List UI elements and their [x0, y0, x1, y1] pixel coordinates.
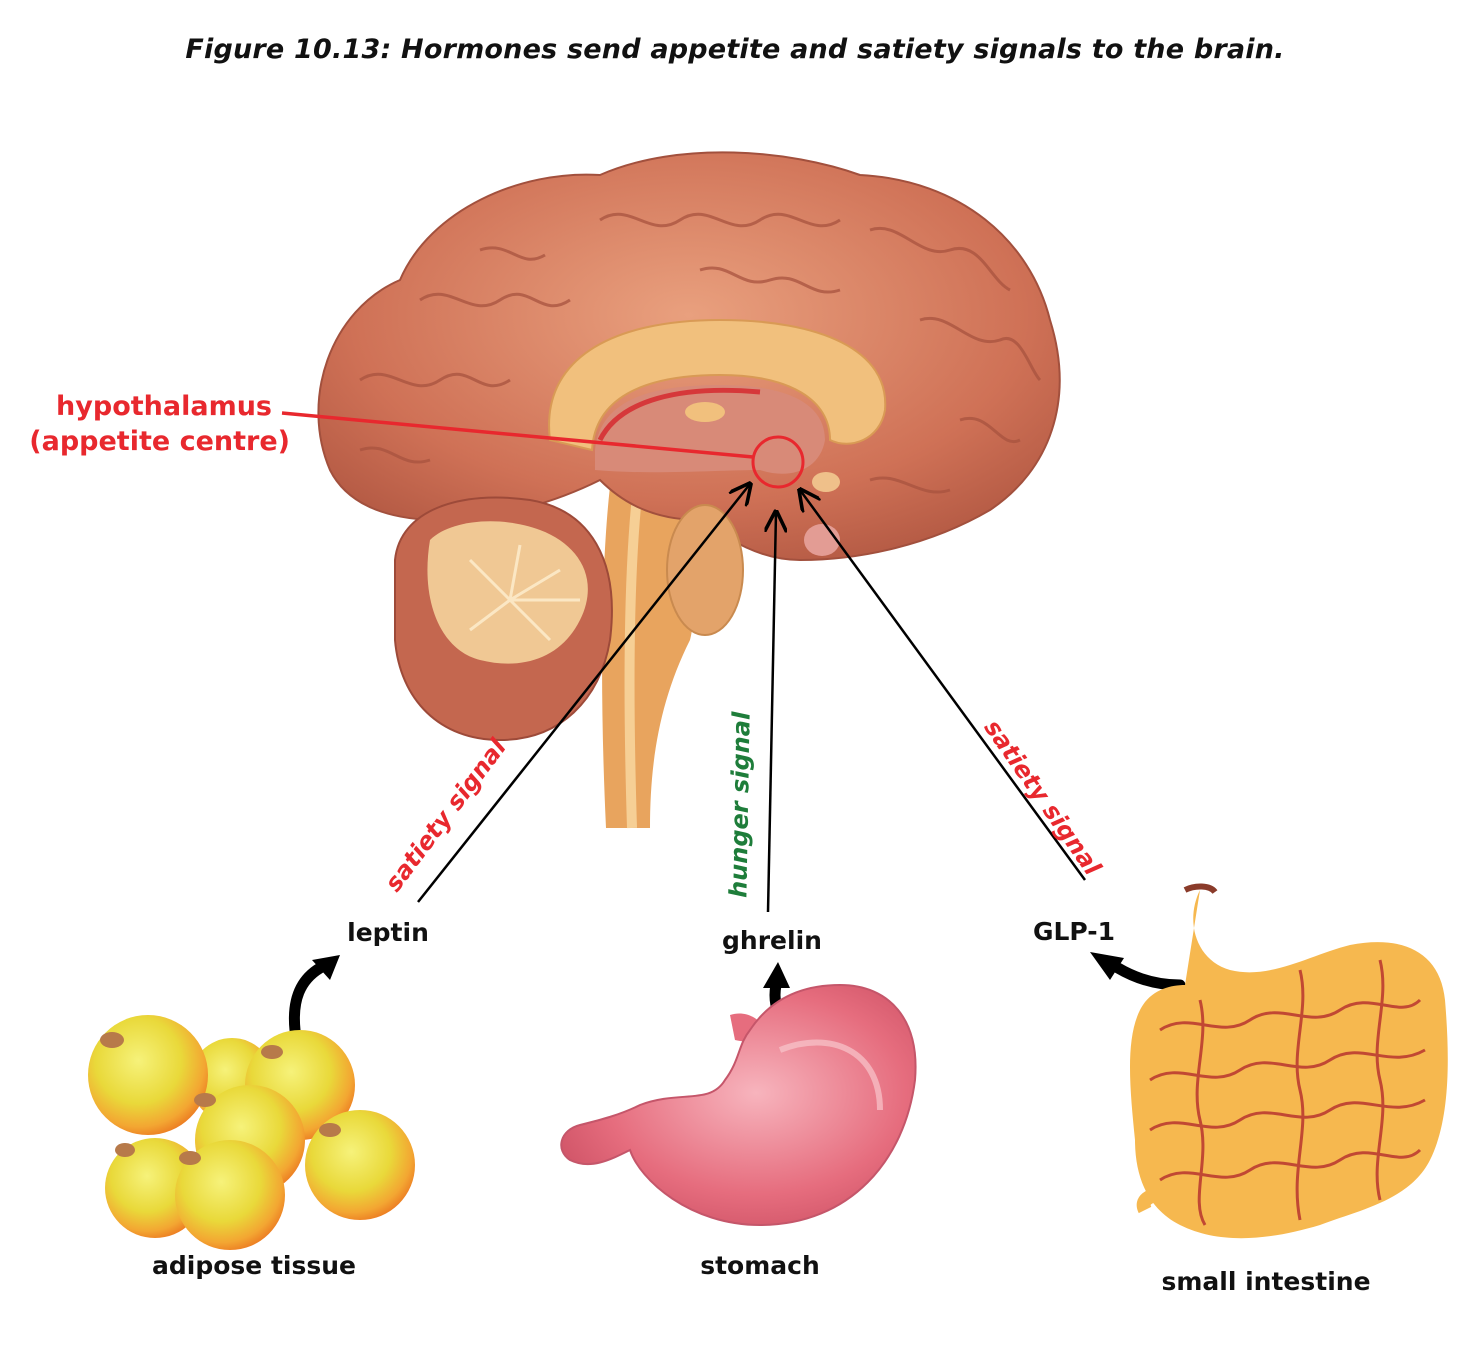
glp1-label: GLP-1 — [1033, 917, 1115, 946]
adipose-arrowhead — [312, 955, 340, 980]
intestine-release-arrow — [1112, 962, 1186, 991]
glp1-satiety-signal-label: satiety signal — [979, 714, 1107, 881]
leptin-signal-arrow — [417, 484, 750, 903]
ghrelin-signal-arrow — [768, 512, 776, 913]
hypothalamus-pointer-line — [281, 411, 754, 459]
glp1-signal-arrow — [800, 490, 1087, 881]
brain-illustration — [317, 151, 1061, 829]
intestine-arrowhead — [1090, 952, 1124, 980]
hypothalamus-marker — [751, 435, 805, 489]
adipose-tissue-illustration — [88, 1015, 415, 1250]
stomach-label: stomach — [700, 1251, 820, 1280]
small-intestine-label: small intestine — [1161, 1267, 1370, 1296]
stomach-arrowhead — [763, 962, 790, 988]
hypothalamus-sublabel: (appetite centre) — [29, 426, 290, 457]
ghrelin-hunger-signal-label: hunger signal — [724, 711, 755, 898]
adipose-tissue-label: adipose tissue — [152, 1251, 356, 1280]
figure-title: Figure 10.13: Hormones send appetite and… — [185, 34, 1285, 65]
leptin-satiety-signal-label: satiety signal — [379, 733, 512, 897]
stomach-illustration — [560, 983, 917, 1227]
hypothalamus-label: hypothalamus — [56, 391, 272, 422]
leptin-label: leptin — [347, 918, 429, 947]
adipose-release-arrow — [288, 962, 326, 1036]
ghrelin-label: ghrelin — [722, 926, 822, 955]
small-intestine-illustration — [1130, 883, 1448, 1239]
